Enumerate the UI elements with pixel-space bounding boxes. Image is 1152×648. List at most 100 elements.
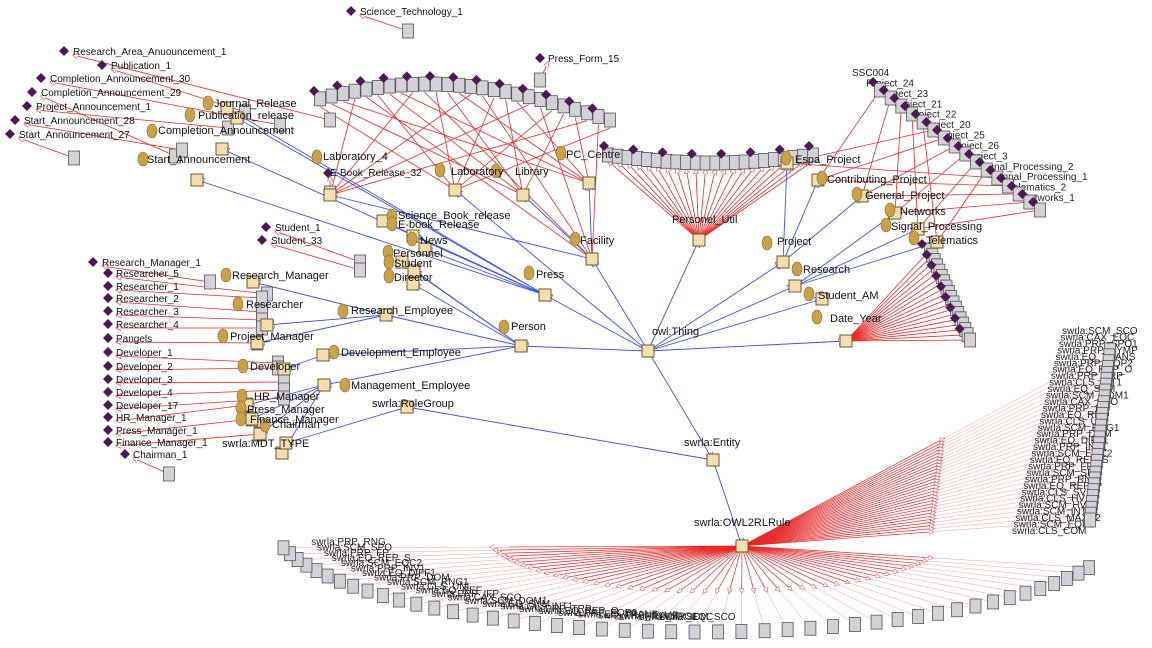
rule-instance-node[interactable] [712,624,724,640]
facility-instance-node[interactable] [360,81,373,97]
facility-instance-node[interactable] [383,78,396,94]
rule-instance-node[interactable] [665,624,678,640]
personel-instance-node[interactable] [768,152,780,167]
rule-instance-node[interactable] [849,617,861,632]
facility-instance-node[interactable] [337,86,350,101]
rule-instance-node[interactable] [641,623,654,639]
facility-instance-node[interactable] [441,77,454,92]
personel-instance-node[interactable] [807,147,819,163]
owl2rl-rule-hub-node[interactable] [735,539,749,553]
owl-thing-hub-node[interactable] [641,344,655,358]
laboratory-4-class-node[interactable] [323,188,337,202]
individual-node-chairman-1[interactable] [163,466,175,482]
rule-instance-node[interactable] [1003,590,1016,606]
rule-instance-node[interactable] [333,573,346,589]
rule-instance-node[interactable] [1072,565,1085,581]
rule-instance-node[interactable] [781,622,794,638]
facility-instance-node[interactable] [464,78,477,94]
rule-instance-node[interactable] [987,594,999,610]
facility-instance-node[interactable] [395,77,408,93]
facility-instance-node[interactable] [453,77,466,93]
rule-instance-node[interactable] [410,596,423,612]
student-am-class-node[interactable] [815,292,829,306]
rule-instance-node[interactable] [870,614,883,630]
facility-instance-node[interactable] [476,80,489,96]
facility-instance-node[interactable] [314,91,326,107]
personel-instance-node[interactable] [680,155,692,170]
rule-instance-node[interactable] [1019,585,1032,601]
facility-instance-node[interactable] [418,76,431,92]
facility-instance-node[interactable] [592,108,605,124]
management-employee-class-node[interactable] [317,378,331,392]
rule-instance-node[interactable] [1083,560,1095,576]
telematics-class-node[interactable] [930,235,944,249]
developer-class-node[interactable] [277,362,291,376]
rule-instance-node[interactable] [891,612,904,627]
individual-node-research-area-announcement-1[interactable] [324,112,336,128]
rule-instance-node[interactable] [573,620,586,635]
individual-node-project-announcement-1[interactable] [222,120,234,136]
pc-centre-class-node[interactable] [582,176,596,190]
rule-instance-node[interactable] [393,592,406,608]
research-class-node[interactable] [788,279,802,293]
facility-instance-node[interactable] [569,101,582,117]
individual-node-science-technology-1[interactable] [402,23,414,39]
rule-instance-node[interactable] [1060,571,1073,586]
rule-instance-node[interactable] [758,623,771,639]
personel-util-hub-node[interactable] [692,233,706,247]
student-class-node[interactable] [407,264,421,278]
facility-instance-node[interactable] [406,76,419,92]
researcher-class-node[interactable] [260,318,274,332]
rule-instance-node[interactable] [486,610,499,626]
facility-instance-node[interactable] [534,92,547,107]
facility-instance-node[interactable] [499,84,512,100]
individual-node-research-manager-1[interactable] [204,274,216,290]
rule-instance-node[interactable] [310,563,323,579]
rule-instance-node[interactable] [1084,512,1096,528]
facility-instance-node[interactable] [430,76,442,92]
rule-instance-node[interactable] [826,619,839,634]
personel-instance-node[interactable] [758,153,771,168]
facility-instance-node[interactable] [604,112,616,128]
rule-instance-node[interactable] [735,624,748,639]
personel-instance-node[interactable] [670,154,683,170]
rule-instance-node[interactable] [595,621,608,637]
rule-instance-node[interactable] [550,618,563,634]
facility-instance-node[interactable] [372,80,384,95]
rule-instance-node[interactable] [951,602,963,618]
rule-instance-node[interactable] [507,613,520,629]
rule-instance-node[interactable] [804,620,817,636]
individual-node-press-form-15[interactable] [534,72,546,88]
rule-instance-node[interactable] [618,622,631,638]
development-employee-class-node[interactable] [316,348,330,362]
director-class-node[interactable] [406,277,420,291]
start-announcement-class-node[interactable] [190,173,204,187]
project-instance-node[interactable] [1034,202,1046,218]
rule-instance-node[interactable] [321,568,334,584]
project-class-node[interactable] [776,255,790,269]
rule-instance-node[interactable] [447,604,460,620]
facility-class-node[interactable] [585,252,599,266]
facility-instance-node[interactable] [325,88,338,104]
facility-instance-node[interactable] [488,82,500,98]
library-class-node[interactable] [516,188,530,202]
personel-instance-node[interactable] [699,155,712,171]
publication-release-class-node[interactable] [230,111,244,125]
person-class-node[interactable] [514,339,528,353]
rule-instance-node[interactable] [932,605,944,621]
research-manager-class-node[interactable] [246,275,260,289]
rule-instance-node[interactable] [1034,581,1047,596]
individual-node-developer-17[interactable] [278,390,290,406]
date-instance-node[interactable] [964,332,976,348]
date-year-class-node[interactable] [839,334,853,348]
rule-instance-node[interactable] [529,616,541,631]
personel-instance-node[interactable] [729,155,741,170]
press-class-node[interactable] [538,288,552,302]
completion-announcement-class-node[interactable] [215,142,229,156]
rule-instance-node[interactable] [466,607,479,623]
rule-instance-node[interactable] [361,583,374,599]
individual-node-start-announcement-27[interactable] [68,150,80,166]
personel-instance-node[interactable] [641,152,653,167]
rule-instance-node[interactable] [428,600,441,616]
personel-instance-node[interactable] [709,155,722,171]
